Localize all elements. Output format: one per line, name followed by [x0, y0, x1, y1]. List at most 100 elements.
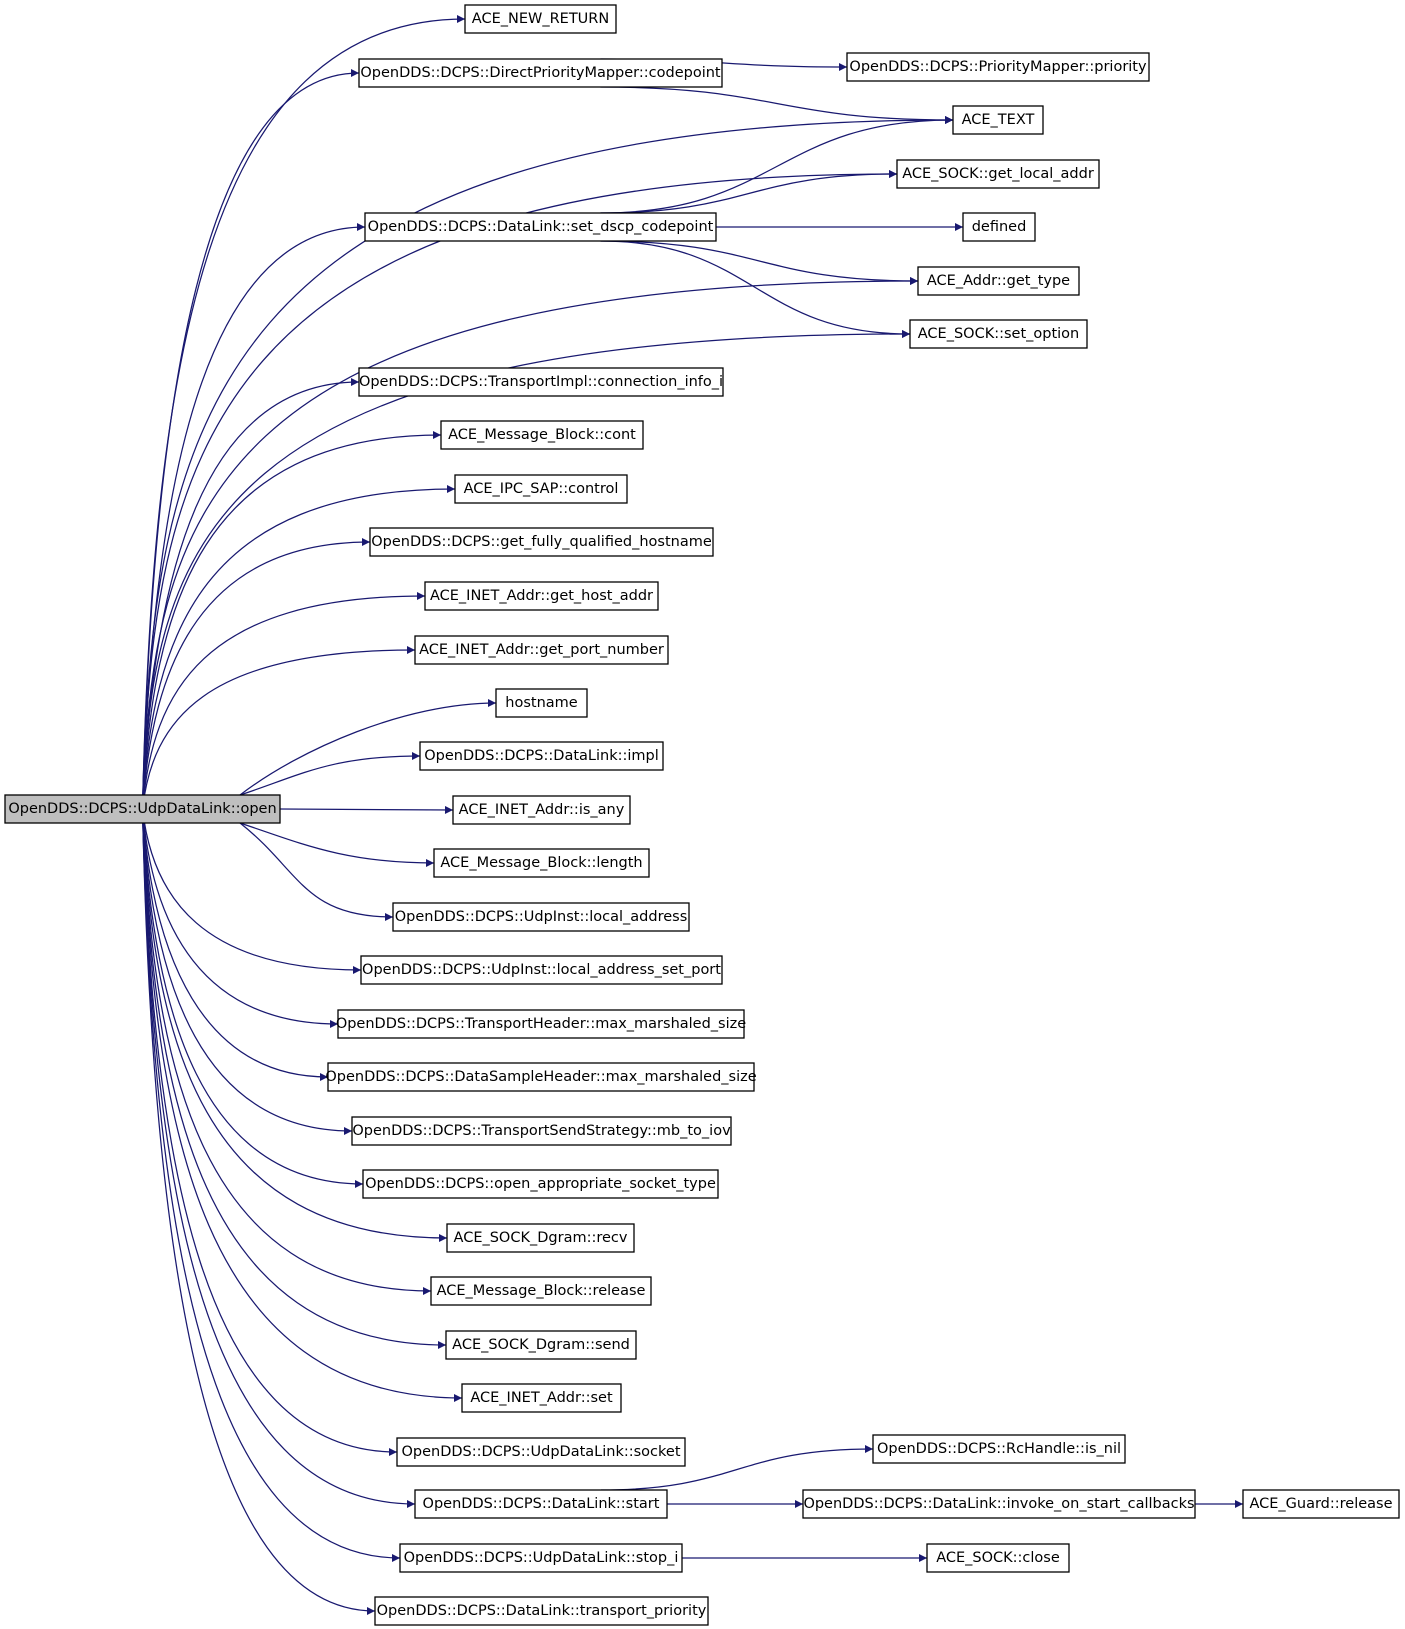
edge-root-to-control — [141, 485, 456, 810]
node-label: OpenDDS::DCPS::DataLink::transport_prior… — [377, 1603, 707, 1619]
node-udpinst-local-address[interactable]: OpenDDS::DCPS::UdpInst::local_address — [392, 902, 690, 932]
node-label: OpenDDS::DCPS::get_fully_qualified_hostn… — [371, 534, 712, 550]
node-datalink-transport-priority[interactable]: OpenDDS::DCPS::DataLink::transport_prior… — [374, 1596, 709, 1626]
node-label: ACE_INET_Addr::get_port_number — [419, 642, 664, 658]
node-open-appropriate-socket-type[interactable]: OpenDDS::DCPS::open_appropriate_socket_t… — [362, 1169, 719, 1199]
node-label: ACE_SOCK::close — [936, 1550, 1060, 1566]
edge-root-to-release_mb — [141, 808, 432, 1295]
node-transportsendstrategy-mb-to-iov[interactable]: OpenDDS::DCPS::TransportSendStrategy::mb… — [351, 1116, 732, 1146]
node-label: ACE_SOCK_Dgram::recv — [454, 1230, 628, 1246]
edge-root-to-get_type — [141, 277, 919, 810]
node-defined[interactable]: defined — [962, 212, 1036, 242]
edge-root-to-th_max — [141, 808, 339, 1028]
node-get-fully-qualified-hostname[interactable]: OpenDDS::DCPS::get_fully_qualified_hostn… — [369, 527, 714, 557]
edge-root-to-length — [239, 822, 435, 867]
edge-root-to-set — [141, 808, 463, 1402]
edge-root-to-connection_info — [141, 378, 360, 810]
node-datasampleheader-max-marshaled-size[interactable]: OpenDDS::DCPS::DataSampleHeader::max_mar… — [325, 1062, 757, 1092]
node-directprioritymapper-codepoint[interactable]: OpenDDS::DCPS::DirectPriorityMapper::cod… — [358, 58, 723, 88]
node-udpinst-local-address-set-port[interactable]: OpenDDS::DCPS::UdpInst::local_address_se… — [360, 955, 723, 985]
node-label: OpenDDS::DCPS::TransportSendStrategy::mb… — [352, 1123, 731, 1139]
node-label: hostname — [505, 695, 578, 711]
node-label: ACE_NEW_RETURN — [472, 11, 609, 27]
node-label: OpenDDS::DCPS::UdpInst::local_address — [395, 909, 688, 925]
edge-root-to-start — [141, 808, 416, 1508]
node-ace-guard-release[interactable]: ACE_Guard::release — [1242, 1489, 1400, 1519]
node-udpdatalink-stop-i[interactable]: OpenDDS::DCPS::UdpDataLink::stop_i — [399, 1543, 683, 1573]
edge-root-to-cont — [141, 431, 442, 810]
node-label: defined — [972, 219, 1027, 235]
edge-set_dscp-to-text — [600, 116, 954, 214]
node-label: OpenDDS::DCPS::UdpInst::local_address_se… — [362, 962, 721, 978]
node-ace-new-return[interactable]: ACE_NEW_RETURN — [464, 4, 617, 34]
node-label: OpenDDS::DCPS::DataLink::impl — [424, 748, 659, 764]
node-transportheader-max-marshaled-size[interactable]: OpenDDS::DCPS::TransportHeader::max_mars… — [336, 1009, 746, 1039]
edge-root-to-new_return — [141, 15, 466, 810]
node-label: ACE_INET_Addr::get_host_addr — [430, 588, 653, 604]
node-ace-inet-addr-set[interactable]: ACE_INET_Addr::set — [461, 1383, 622, 1413]
node-label: ACE_Guard::release — [1249, 1496, 1392, 1512]
node-udpdatalink-open[interactable]: OpenDDS::DCPS::UdpDataLink::open — [4, 794, 281, 824]
node-label: ACE_SOCK_Dgram::send — [452, 1337, 630, 1353]
edge-root-to-stop_i — [141, 808, 401, 1562]
node-udpdatalink-socket[interactable]: OpenDDS::DCPS::UdpDataLink::socket — [396, 1437, 686, 1467]
edge-root-to-set_option — [141, 330, 911, 810]
node-datalink-set-dscp-codepoint[interactable]: OpenDDS::DCPS::DataLink::set_dscp_codepo… — [364, 212, 717, 242]
node-transportimpl-connection-info-i[interactable]: OpenDDS::DCPS::TransportImpl::connection… — [358, 367, 724, 397]
node-label: ACE_Message_Block::cont — [448, 427, 636, 443]
node-datalink-invoke-on-start-callbacks[interactable]: OpenDDS::DCPS::DataLink::invoke_on_start… — [802, 1489, 1196, 1519]
node-hostname[interactable]: hostname — [495, 688, 588, 718]
node-ace-sock-close[interactable]: ACE_SOCK::close — [926, 1543, 1070, 1573]
node-ace-inet-addr-is-any[interactable]: ACE_INET_Addr::is_any — [452, 795, 631, 825]
edge-root-to-local_address — [239, 822, 394, 921]
edge-root-to-get_host_addr — [141, 592, 426, 810]
node-label: OpenDDS::DCPS::UdpDataLink::open — [8, 801, 276, 817]
edge-root-to-local_address_set_port — [141, 808, 362, 974]
edge-root-to-fqhostname — [141, 538, 371, 810]
node-ace-message-block-cont[interactable]: ACE_Message_Block::cont — [440, 420, 644, 450]
node-datalink-impl[interactable]: OpenDDS::DCPS::DataLink::impl — [419, 741, 664, 771]
node-layer: OpenDDS::DCPS::UdpDataLink::open ACE_NEW… — [4, 4, 1400, 1626]
node-label: OpenDDS::DCPS::UdpDataLink::stop_i — [404, 1550, 679, 1566]
node-rchandle-is-nil[interactable]: OpenDDS::DCPS::RcHandle::is_nil — [872, 1434, 1126, 1464]
node-ace-sock-get-local-addr[interactable]: ACE_SOCK::get_local_addr — [896, 159, 1100, 189]
node-ace-sock-set-option[interactable]: ACE_SOCK::set_option — [909, 319, 1088, 349]
node-datalink-start[interactable]: OpenDDS::DCPS::DataLink::start — [414, 1489, 668, 1519]
node-label: OpenDDS::DCPS::DataSampleHeader::max_mar… — [325, 1069, 756, 1085]
node-ace-addr-get-type[interactable]: ACE_Addr::get_type — [917, 266, 1080, 296]
node-label: OpenDDS::DCPS::open_appropriate_socket_t… — [365, 1176, 716, 1192]
node-label: ACE_IPC_SAP::control — [464, 481, 619, 497]
node-label: OpenDDS::DCPS::DataLink::start — [423, 1496, 660, 1512]
node-label: ACE_Message_Block::length — [440, 855, 642, 871]
node-label: OpenDDS::DCPS::DataLink::invoke_on_start… — [803, 1496, 1194, 1512]
node-label: ACE_SOCK::get_local_addr — [902, 166, 1094, 182]
node-label: OpenDDS::DCPS::TransportHeader::max_mars… — [336, 1016, 746, 1032]
node-ace-inet-addr-get-host-addr[interactable]: ACE_INET_Addr::get_host_addr — [424, 581, 659, 611]
node-ace-message-block-length[interactable]: ACE_Message_Block::length — [433, 848, 650, 878]
edge-root-to-get_local_addr — [141, 170, 898, 810]
edge-root-to-get_port_number — [141, 646, 416, 810]
node-ace-message-block-release[interactable]: ACE_Message_Block::release — [430, 1276, 652, 1306]
node-ace-text[interactable]: ACE_TEXT — [952, 105, 1044, 135]
edge-layer — [141, 15, 1243, 1615]
node-label: OpenDDS::DCPS::TransportImpl::connection… — [359, 374, 723, 390]
edge-root-to-send — [141, 808, 447, 1349]
edge-root-to-set_dscp — [141, 223, 366, 810]
edge-set_dscp-to-get_type — [600, 240, 919, 285]
edge-start-to-rc_is_nil — [600, 1445, 874, 1491]
node-ace-ipc-sap-control[interactable]: ACE_IPC_SAP::control — [454, 474, 628, 504]
edge-set_dscp-to-get_local_addr — [600, 170, 898, 214]
node-ace-inet-addr-get-port-number[interactable]: ACE_INET_Addr::get_port_number — [414, 635, 669, 665]
edge-set_dscp-to-set_option — [600, 240, 911, 338]
edge-root-to-transport_priority — [141, 808, 376, 1615]
node-label: OpenDDS::DCPS::PriorityMapper::priority — [849, 59, 1147, 75]
node-prioritymapper-priority[interactable]: OpenDDS::DCPS::PriorityMapper::priority — [846, 52, 1150, 82]
edge-root-to-hostname — [239, 699, 497, 796]
node-ace-sock-dgram-send[interactable]: ACE_SOCK_Dgram::send — [445, 1330, 637, 1360]
node-label: ACE_Addr::get_type — [927, 273, 1070, 289]
node-label: OpenDDS::DCPS::DataLink::set_dscp_codepo… — [368, 219, 714, 235]
edge-root-to-impl — [239, 752, 421, 796]
node-ace-sock-dgram-recv[interactable]: ACE_SOCK_Dgram::recv — [446, 1223, 635, 1253]
node-label: ACE_INET_Addr::set — [470, 1390, 613, 1406]
